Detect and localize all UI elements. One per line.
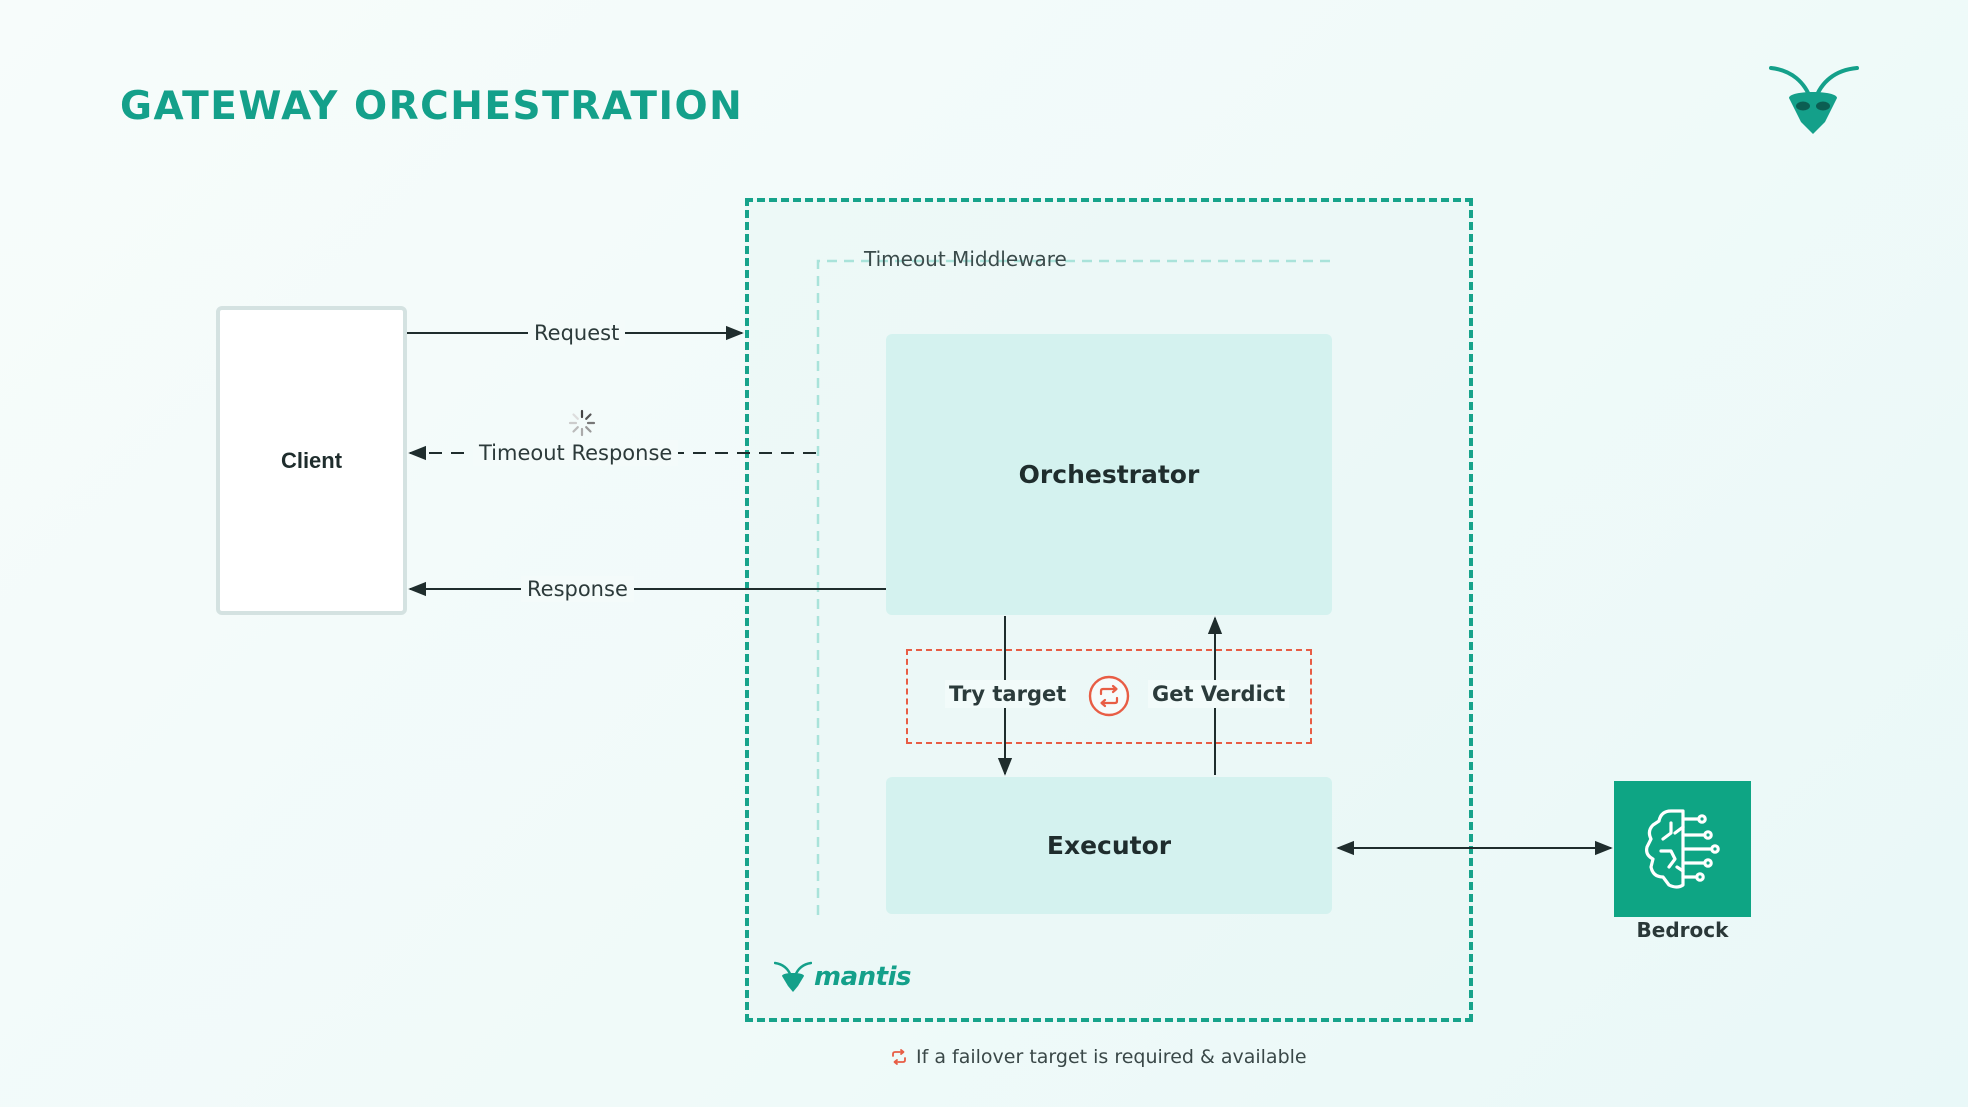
orchestrator-node: Orchestrator [886, 334, 1332, 615]
footnote: If a failover target is required & avail… [890, 1046, 1307, 1068]
get-verdict-label: Get Verdict [1148, 680, 1290, 708]
request-label: Request [528, 320, 626, 346]
refresh-small-icon [892, 1049, 906, 1065]
bedrock-label: Bedrock [1636, 918, 1729, 942]
failover-loop-box [906, 649, 1312, 744]
executor-node: Executor [886, 777, 1332, 914]
client-node: Client [216, 306, 407, 615]
mantis-head-icon [1769, 66, 1859, 134]
timeout-response-label: Timeout Response [473, 440, 679, 466]
orchestrator-label: Orchestrator [1018, 460, 1200, 489]
mantis-wordmark: mantis [814, 962, 911, 992]
mantis-brand-logo: mantis [774, 960, 911, 994]
ai-brain-circuit-icon [1644, 809, 1720, 889]
mantis-logo-icon [774, 961, 812, 992]
client-label: Client [280, 447, 343, 473]
page-title: GATEWAY ORCHESTRATION [120, 84, 744, 129]
try-target-label: Try target [945, 680, 1071, 708]
footnote-text: If a failover target is required & avail… [916, 1046, 1307, 1068]
response-label: Response [521, 576, 634, 602]
refresh-cycle-icon [1088, 675, 1130, 717]
bedrock-node [1614, 781, 1751, 917]
executor-label: Executor [1046, 831, 1172, 860]
loading-spinner-icon [568, 409, 596, 437]
middleware-label: Timeout Middleware [864, 247, 1067, 271]
middleware-boundary [816, 259, 1330, 916]
